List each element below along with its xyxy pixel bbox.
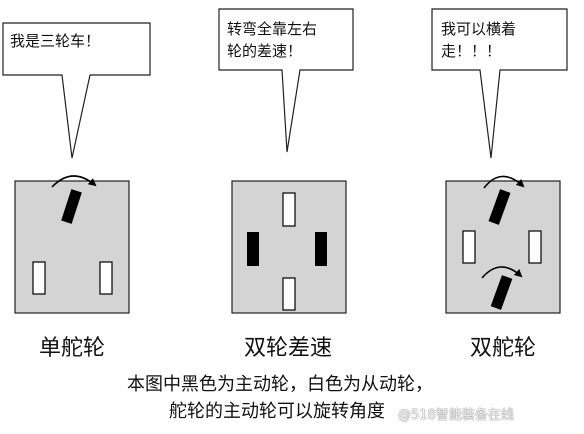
speech-bubble-tricycle (2, 22, 151, 159)
drive-wheel (490, 275, 513, 310)
drive-wheel (247, 232, 259, 266)
passive-wheel (282, 277, 296, 311)
passive-wheel (462, 230, 476, 264)
caption-line-1: 本图中黑色为主动轮，白色为从动轮， (127, 374, 433, 395)
bubble-text-tricycle: 我是三轮车！ (10, 32, 101, 50)
watermark: @518智能装备在线 (398, 408, 514, 423)
platform-dual-steer (445, 175, 561, 314)
passive-wheel (282, 192, 296, 227)
speech-bubble-dual-steer (431, 8, 568, 159)
label-differential: 双轮差速 (243, 336, 332, 361)
drive-wheel (488, 189, 511, 225)
caption-line-2: 舵轮的主动轮可以旋转角度 (169, 401, 385, 422)
bubble-text-differential: 转弯全靠左右 轮的差速！ (227, 20, 318, 60)
drive-wheel (315, 232, 327, 266)
speech-bubble-differential (218, 8, 354, 153)
drive-wheel (61, 189, 82, 224)
rotation-arrow-icon (481, 266, 523, 279)
bubble-text-dual-steer: 我可以横着 走！！！ (441, 20, 517, 60)
passive-wheel (528, 230, 542, 264)
platform-single-steer (14, 175, 130, 314)
passive-wheel (32, 261, 46, 295)
label-single-steer: 单舵轮 (38, 336, 105, 361)
passive-wheel (99, 261, 113, 295)
label-dual-steer: 双舵轮 (469, 336, 536, 361)
rotation-arrow-icon (483, 175, 525, 189)
rotation-arrow-icon (51, 175, 97, 188)
platform-differential (231, 180, 347, 314)
